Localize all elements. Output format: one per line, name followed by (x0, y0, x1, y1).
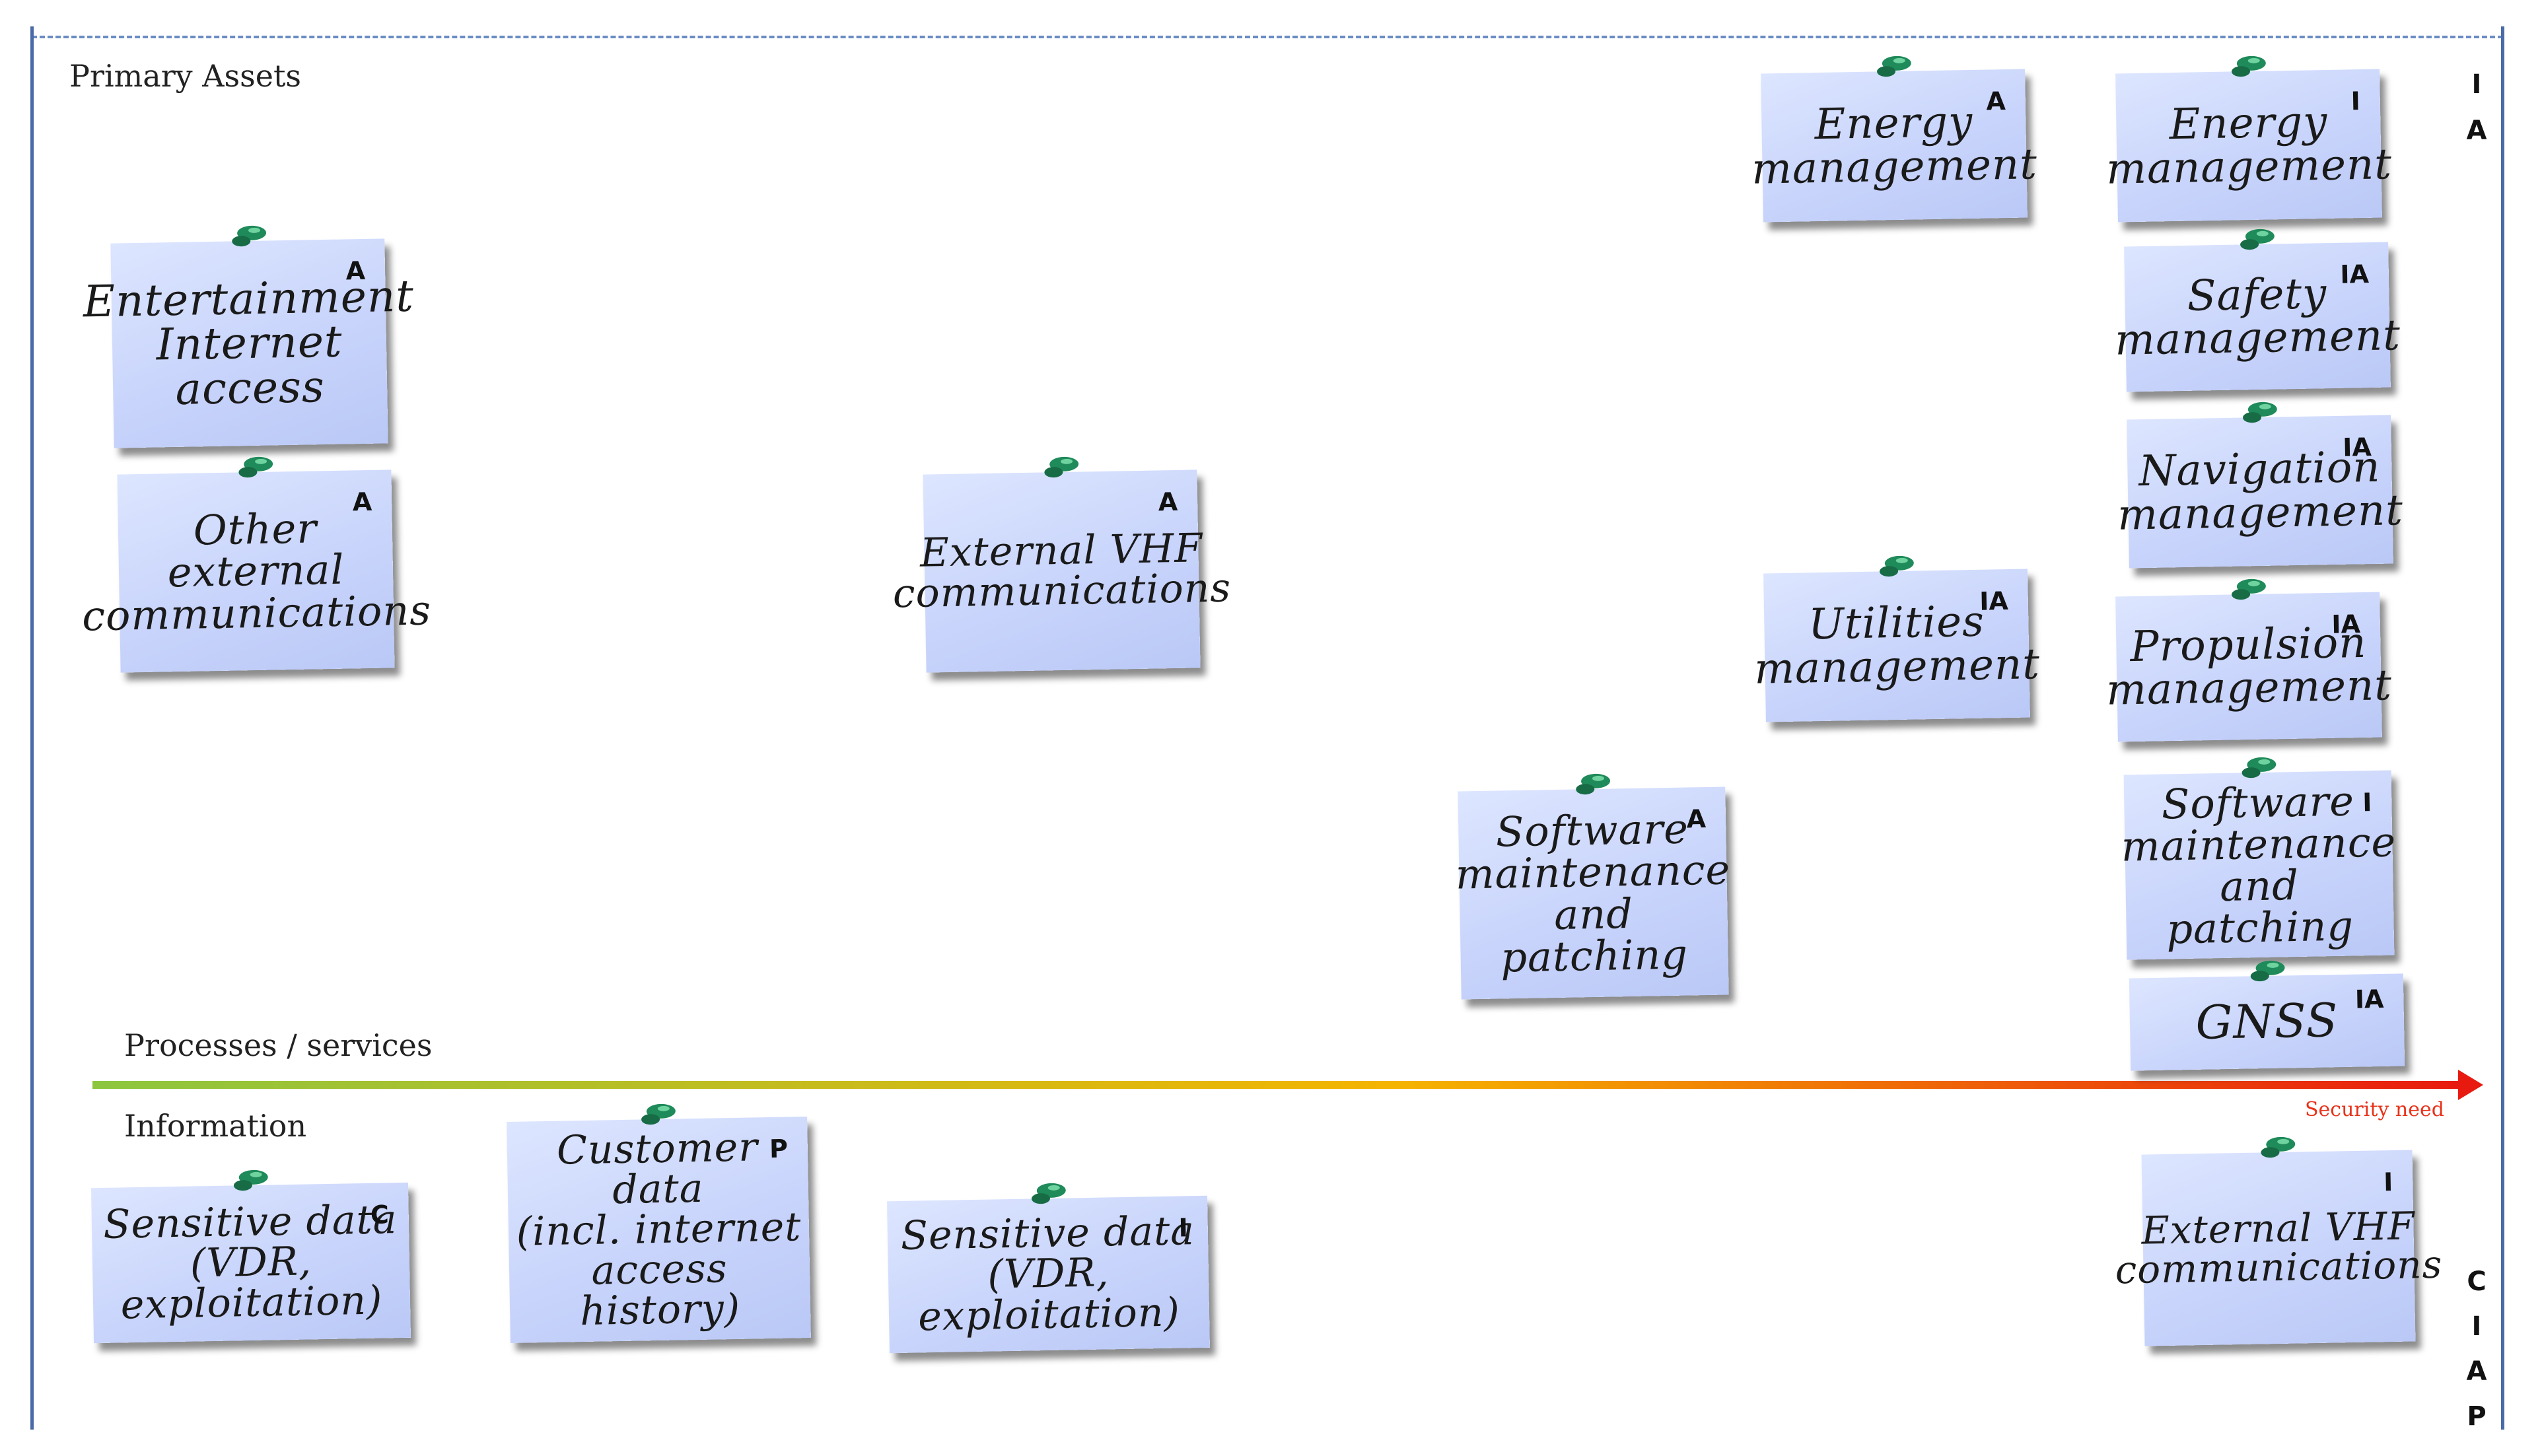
note-tag: IA (2342, 433, 2372, 462)
pin-icon (641, 1103, 676, 1125)
pin-icon (238, 456, 273, 478)
note-software-maintenance-a: A Software maintenance and patching (1455, 773, 1731, 1000)
note-sensitive-data-i: I Sensitive data (VDR, exploitation) (887, 1183, 1210, 1354)
pin-icon (1031, 1183, 1066, 1204)
note-customer-data-p: P Customer data (incl. internet access h… (507, 1103, 811, 1343)
note-tag: IA (2354, 984, 2384, 1014)
note-text: Sensitive data (VDR, exploitation) (900, 1208, 1195, 1340)
note-external-vhf-communications-assets: A External VHF communications (892, 456, 1232, 673)
note-text: Other external communications (81, 504, 432, 641)
note-text: Customer data (incl. internet access his… (516, 1123, 802, 1335)
axis-letter-i-bottom: I (2471, 1311, 2482, 1342)
note-gnss: IA GNSS (2129, 960, 2405, 1071)
note-text: Energy management (2105, 98, 2393, 194)
axis-letter-c-bottom: C (2467, 1266, 2487, 1297)
note-software-maintenance-i: I Software maintenance and patching (2121, 757, 2397, 960)
note-energy-management-i: I Energy management (2106, 55, 2392, 223)
note-propulsion-management: IA Propulsion management (2106, 578, 2392, 742)
pin-icon (2243, 401, 2277, 423)
note-tag: I (1178, 1213, 1189, 1243)
pin-icon (2242, 757, 2276, 779)
note-tag: P (769, 1134, 789, 1164)
note-sensitive-data-c: C Sensitive data (VDR, exploitation) (90, 1169, 411, 1344)
pin-icon (2232, 578, 2266, 600)
frame-left-border (30, 26, 34, 1430)
pin-icon (231, 225, 266, 247)
note-tag: IA (2331, 609, 2361, 639)
note-external-vhf-communications-info: I External VHF communications (2115, 1136, 2443, 1346)
note-text: External VHF communications (2115, 1203, 2443, 1293)
axis-arrowhead (2458, 1070, 2483, 1100)
axis-letter-p-bottom: P (2467, 1401, 2487, 1432)
note-tag: I (2362, 788, 2372, 817)
note-tag: A (352, 487, 372, 517)
pin-icon (2261, 1136, 2296, 1158)
note-tag: A (1158, 487, 1178, 517)
note-tag: C (370, 1200, 390, 1230)
note-tag: IA (2339, 260, 2370, 289)
note-tag: I (2383, 1167, 2393, 1197)
note-text: GNSS (2195, 993, 2339, 1051)
note-navigation-management: IA Navigation management (2117, 401, 2403, 569)
axis-letter-i-top: I (2471, 69, 2482, 100)
frame-top-dashed-line (32, 36, 2503, 38)
note-tag: A (1686, 804, 1707, 834)
note-utilities-management: IA Utilities management (1754, 555, 2040, 722)
note-tag: A (345, 256, 366, 286)
primary-assets-label: Primary Assets (69, 58, 302, 94)
pin-icon (1880, 555, 1914, 577)
note-tag: IA (1979, 586, 2009, 616)
note-tag: A (1986, 87, 2006, 116)
axis-letter-a-bottom: A (2466, 1356, 2487, 1387)
information-label: Information (124, 1108, 307, 1144)
note-other-external-communications: A Other external communications (82, 456, 432, 673)
axis-letter-a-top: A (2466, 116, 2487, 146)
note-text: Software maintenance and patching (2121, 777, 2397, 953)
pin-icon (2232, 55, 2266, 77)
pin-icon (1043, 456, 1078, 478)
pin-icon (2240, 228, 2275, 250)
processes-services-label: Processes / services (124, 1027, 433, 1063)
note-safety-management: IA Safety management (2115, 228, 2401, 392)
pin-icon (233, 1169, 268, 1191)
pin-icon (2250, 960, 2285, 982)
note-text: External VHF communications (892, 525, 1232, 617)
note-tag: I (2350, 87, 2361, 116)
pin-icon (1575, 773, 1610, 795)
note-text: Entertainment Internet access (83, 270, 415, 415)
note-text: Sensitive data (VDR, exploitation) (102, 1196, 398, 1329)
note-energy-management-a: A Energy management (1751, 55, 2037, 223)
pin-icon (1877, 55, 1911, 77)
axis-line (92, 1081, 2463, 1089)
note-entertainment-internet-access: A Entertainment Internet access (83, 225, 414, 448)
security-need-label: Security need (2305, 1098, 2444, 1121)
frame-right-border (2501, 26, 2504, 1430)
